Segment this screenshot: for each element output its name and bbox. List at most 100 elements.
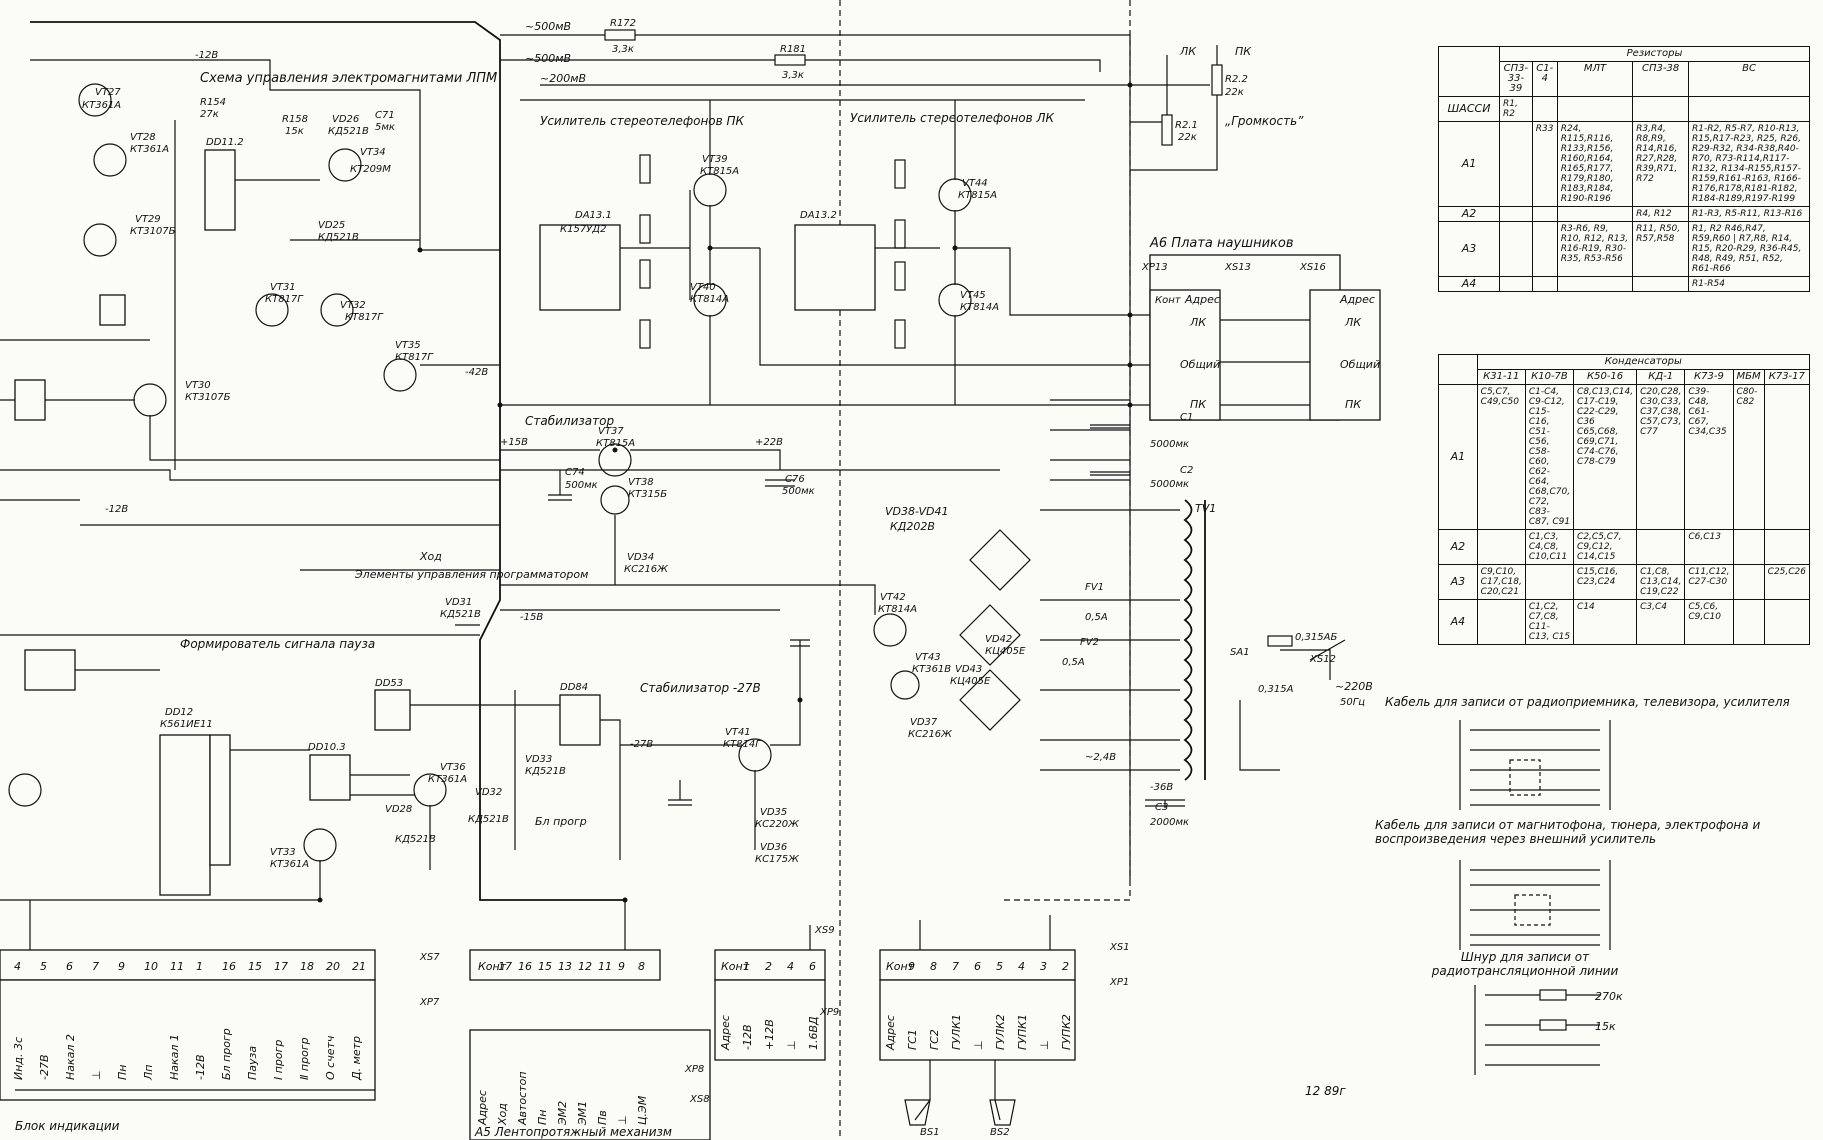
xp1-pin-labels: КонтАдрес9ГС18ГС27ГУЛК16⊥5ГУЛК24ГУПК13⊥2… (884, 960, 1073, 1051)
indicator-pin-10: 17 (274, 960, 288, 973)
resistors-cell-2-4: R1-R3, R5-R11, R13-R16 (1688, 206, 1810, 222)
indicator-label-11: Ⅱ прогр (298, 1037, 311, 1080)
transistor-vt38 (600, 485, 630, 515)
svg-text:КТ814А: КТ814А (878, 604, 917, 615)
xp1-label-8: ГУПК2 (1060, 1014, 1073, 1050)
capacitors-type-4: К73-9 (1684, 369, 1734, 385)
svg-text:Адрес: Адрес (1339, 293, 1375, 306)
svg-text:КТ3107Б: КТ3107Б (185, 392, 231, 403)
mech-pins (469, 949, 661, 981)
capacitors-cell-0-1: C1-C4, C9-C12, C15-C16, C51-C56, C58-C60… (1524, 384, 1575, 530)
indicator-title: Блок индикации (15, 1119, 120, 1133)
capacitors-cell-2-5 (1732, 564, 1765, 600)
svg-text:К157УД2: К157УД2 (560, 224, 606, 235)
svg-text:VD28: VD28 (385, 804, 412, 815)
svg-text:Бл прогр: Бл прогр (535, 815, 587, 828)
xp9-label-2: +12В (763, 1019, 776, 1050)
resistor-r187 (894, 219, 906, 249)
xp1-pin-0: Конт (886, 960, 915, 973)
capacitors-cell-0-2: C8,C13,C14, C17-C19, C22-C29, C36 C65,C6… (1573, 384, 1638, 530)
svg-text:DD11.2: DD11.2 (206, 137, 244, 148)
transistor-vt42 (873, 613, 907, 647)
indicator-label-10: Ⅰ прогр (272, 1040, 285, 1080)
svg-text:-27В: -27В (630, 739, 653, 750)
resistors-cell-1-2: R24, R115,R116, R133,R156, R160,R164, R1… (1556, 121, 1634, 207)
svg-text:C2: C2 (1180, 465, 1193, 476)
svg-text:КТ815А: КТ815А (596, 438, 635, 449)
svg-text:КЦ405Е: КЦ405Е (985, 646, 1026, 657)
svg-text:КТ361В: КТ361В (912, 664, 951, 675)
resistor-r175 (639, 259, 651, 289)
indicator-pin-3: 7 (92, 960, 99, 973)
jacks-bs (904, 1099, 1016, 1126)
resistors-type-2: МЛТ (1556, 61, 1634, 97)
ic-dd104 (14, 379, 46, 421)
svg-text:КТ814А: КТ814А (690, 294, 729, 305)
capacitors-type-0: К31-11 (1476, 369, 1526, 385)
svg-text:VD42: VD42 (985, 634, 1012, 645)
svg-text:R2.2: R2.2 (1225, 74, 1248, 85)
plate-right-addr (1309, 289, 1381, 421)
capacitors-cell-2-2: C15,C16, C23,C24 (1573, 564, 1638, 600)
mech-label-5: ЭМ1 (576, 1101, 589, 1126)
svg-text:КТ361А: КТ361А (270, 859, 309, 870)
resistors-cell-3-3: R11, R50, R57,R58 (1632, 221, 1690, 277)
xp9-pin-1: 1 (743, 960, 750, 973)
capacitors-cell-3-4: C5,C6, C9,C10 (1684, 599, 1734, 645)
svg-text:5мк: 5мк (375, 122, 395, 133)
svg-text:VT43: VT43 (915, 652, 941, 663)
ic-dd46 (24, 649, 76, 691)
svg-text:VT42: VT42 (880, 592, 906, 603)
mech-pin-6: 11 (598, 960, 612, 973)
transistor-vt26 (8, 773, 42, 807)
svg-text:VT36: VT36 (440, 762, 466, 773)
svg-text:КТ814А: КТ814А (960, 302, 999, 313)
svg-text:~200мВ: ~200мВ (540, 72, 586, 85)
svg-text:VD38-VD41: VD38-VD41 (885, 505, 949, 518)
xp9-pin-3: 4 (787, 960, 794, 973)
amp-lk-title: Усилитель стереотелефонов ЛК (850, 111, 1055, 125)
capacitors-unit-3: А4 (1438, 599, 1478, 645)
transistor-vt37 (598, 443, 632, 477)
pot-r21 (1161, 114, 1173, 146)
svg-text:VT28: VT28 (130, 132, 156, 143)
xp1-pins (879, 949, 1076, 981)
resistors-unit-4: А4 (1438, 276, 1500, 292)
mech-pin-3: 15 (538, 960, 552, 973)
svg-text:КТ3107Б: КТ3107Б (130, 226, 176, 237)
pot-r22 (1211, 64, 1223, 96)
svg-text:0,315А: 0,315А (1258, 684, 1294, 695)
xp9-label-4: 1.6ВД (807, 1016, 820, 1050)
svg-text:КД521В: КД521В (525, 766, 566, 777)
svg-text:0,315АБ: 0,315АБ (1295, 632, 1337, 643)
svg-text:Адрес: Адрес (1184, 293, 1220, 306)
xp1-pin-3: 7 (952, 960, 959, 973)
transformer-primary (1183, 499, 1193, 781)
capacitors-type-1: К10-7В (1524, 369, 1575, 385)
svg-text:VD31: VD31 (445, 597, 472, 608)
resistors-cell-2-1 (1531, 206, 1558, 222)
cable-2-caption: Кабель для записи от магнитофона, тюнера… (1375, 818, 1761, 846)
resistor-r176 (639, 319, 651, 349)
svg-text:КД521В: КД521В (395, 834, 436, 845)
indicator-labels-box (0, 979, 376, 1101)
resistor-r186 (894, 159, 906, 189)
svg-text:C1: C1 (1180, 412, 1193, 423)
transistor-vt35 (383, 358, 417, 392)
svg-text:VT30: VT30 (185, 380, 211, 391)
cable-1 (1459, 720, 1611, 810)
resistors-cell-0-2 (1556, 96, 1634, 122)
resistors-cell-4-1 (1531, 276, 1558, 292)
indicator-label-9: Пауза (246, 1046, 259, 1080)
mech-pin-1: 17 (498, 960, 512, 973)
svg-text:VT40: VT40 (690, 282, 716, 293)
svg-text:-36В: -36В (1150, 782, 1173, 793)
resistor-r172 (604, 29, 636, 41)
plate-left-addr (1149, 289, 1221, 421)
transistor-vt29 (83, 223, 117, 257)
xp1-pin-1: 9 (908, 960, 915, 973)
ic-dd112 (204, 149, 236, 231)
